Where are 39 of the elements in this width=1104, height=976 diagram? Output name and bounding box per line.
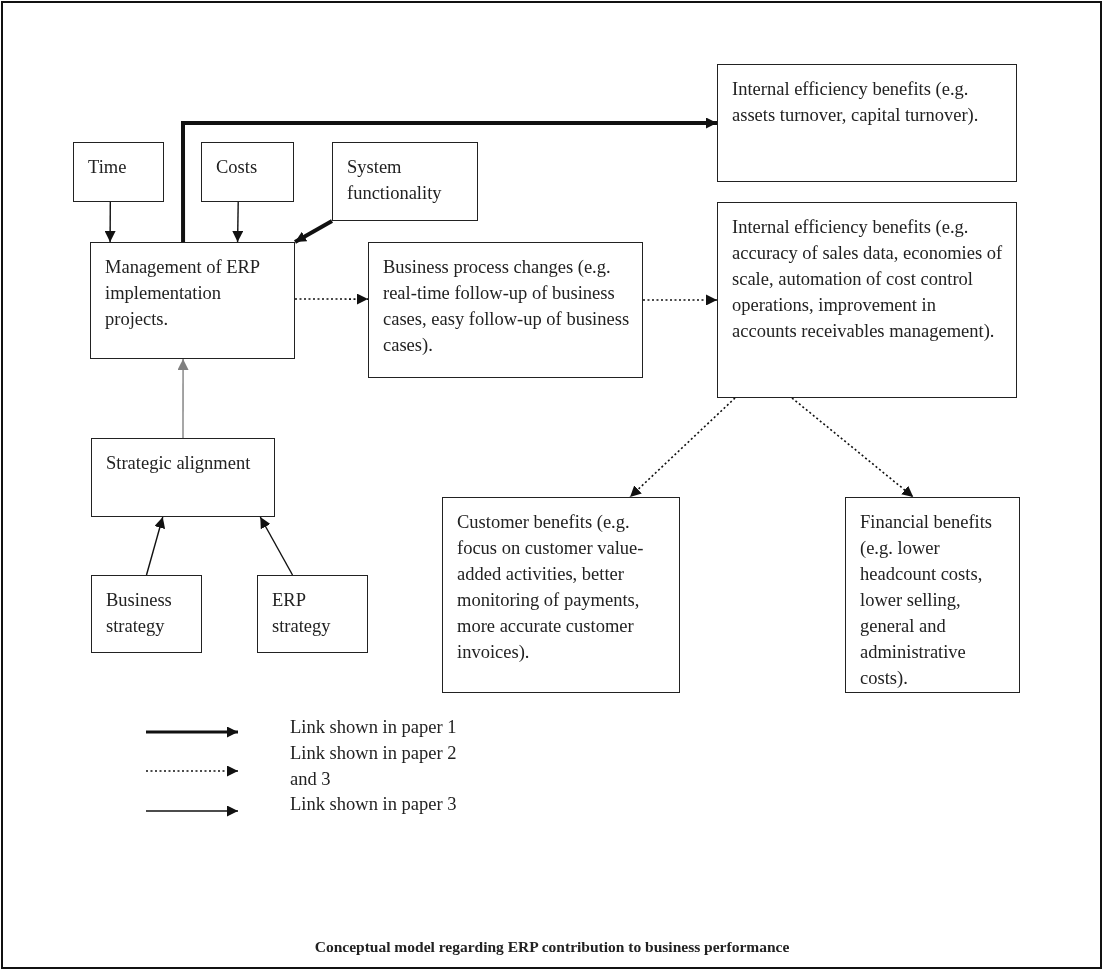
- arrow: [177, 358, 189, 439]
- process-box: [442, 497, 680, 693]
- arrow: [232, 201, 244, 243]
- process-box: [90, 242, 295, 359]
- box-text: Management of ERP implementation projects.: [105, 256, 261, 331]
- arrow: [642, 294, 718, 306]
- box-text: Business process changes (e.g. real-time follow-up of business cases, easy follow-up of business cases).: [383, 256, 630, 357]
- process-box: [717, 202, 1017, 398]
- legend-text: Link shown in paper 1: [290, 716, 458, 739]
- process-box: [257, 575, 368, 653]
- caption: Conceptual model regarding ERP contribution to business performance: [314, 938, 790, 955]
- arrow: [791, 397, 915, 498]
- process-box: [368, 242, 643, 378]
- arrow: [294, 293, 369, 305]
- box-text: Strategic alignment: [106, 452, 252, 475]
- box-text: Business strategy: [106, 589, 173, 638]
- arrow: [629, 397, 736, 498]
- box-text: Internal efficiency benefits (e.g. assets turnover, capital turnover).: [732, 78, 980, 127]
- process-box: [845, 497, 1020, 693]
- arrow: [145, 516, 166, 576]
- arrow: [181, 117, 717, 242]
- process-box: [73, 142, 164, 202]
- box-text: Customer benefits (e.g. focus on customer value-added activities, better monitoring of payments, more accurate customer invoices).: [457, 511, 645, 664]
- arrow: [104, 201, 116, 243]
- arrow: [294, 219, 333, 244]
- process-box: [332, 142, 478, 221]
- box-text: ERP strategy: [272, 589, 332, 638]
- legend-text: Link shown in paper 3: [290, 793, 458, 816]
- arrow: [259, 516, 294, 576]
- box-text: System functionality: [347, 156, 443, 205]
- process-box: [91, 575, 202, 653]
- legend-text: Link shown in paper 2 and 3: [290, 742, 458, 791]
- box-text: Internal efficiency benefits (e.g. accuracy of sales data, economies of scale, automation of cost control operations, improvement in accounts receivables management).: [732, 216, 1004, 343]
- process-box: [717, 64, 1017, 182]
- box-text: Costs: [216, 156, 259, 179]
- box-text: Time: [88, 156, 128, 179]
- process-box: [201, 142, 294, 202]
- box-text: Financial benefits (e.g. lower headcount costs, lower selling, general and administrative costs).: [860, 511, 994, 690]
- process-box: [91, 438, 275, 517]
